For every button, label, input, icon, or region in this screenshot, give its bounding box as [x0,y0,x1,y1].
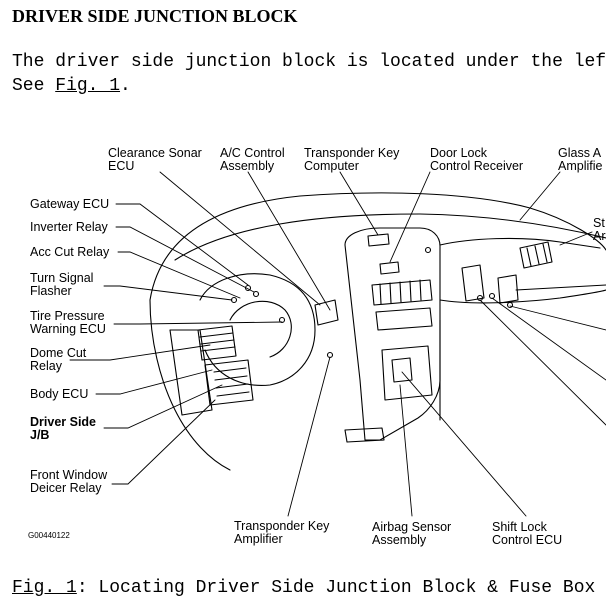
center-lower [381,345,433,401]
left-vent [197,325,237,361]
section-heading: DRIVER SIDE JUNCTION BLOCK [12,6,298,26]
leader-turn-signal [103,285,233,301]
leader-door-lock [389,171,431,263]
leader-ac-control [247,171,331,311]
leader-inverter [115,226,255,293]
right-panel [439,237,601,249]
label-gateway-ecu: Gateway ECU [30,197,110,211]
leader-shift-lock [401,371,527,517]
shifter [391,357,413,383]
door-lock-box [379,261,400,275]
dash-outline [149,192,606,301]
figure-code: G00440122 [28,531,70,540]
leader-clearance-sonar [159,171,321,306]
right-vent [519,241,553,269]
center-vent [371,279,433,306]
leader-right-3 [491,297,606,381]
right-module-a [461,264,485,302]
leader-transponder-computer [339,171,379,236]
steering-shroud [199,273,316,386]
right-module-b [497,274,519,304]
junction-block [204,359,254,406]
leader-glass [519,171,561,221]
leader-st [559,231,593,246]
leader-dome-cut [69,344,211,361]
leader-right-2 [509,305,606,331]
intro-prefix: See [12,76,56,96]
center-stack [344,227,441,441]
intro-suffix: . [120,76,131,96]
leader-body-ecu [95,369,213,395]
leader-acc-cut [117,251,241,299]
leader-right-1 [515,284,606,291]
caption-text: : Locating Driver Side Junction Block & … [76,578,596,598]
leader-airbag [399,384,413,517]
leader-tire-pressure [113,321,283,325]
leader-transponder-amp [287,356,331,517]
center-display [375,307,433,331]
leader-driver-side-jb [103,384,223,429]
figure-caption: Fig. 1: Locating Driver Side Junction Bl… [12,578,595,598]
dash-lower-edge [149,299,231,471]
transponder-computer-box [367,233,390,247]
airbag-sensor-box [344,427,385,443]
intro-line-2: See Fig. 1. [12,76,131,96]
right-lower [439,289,606,304]
leader-right-4 [479,299,606,426]
left-panel [169,329,213,416]
label-inverter-relay: Inverter Relay [30,220,108,234]
intro-line-1: The driver side junction block is locate… [12,52,606,72]
fig-1-link[interactable]: Fig. 1 [55,76,121,96]
steering-inner [229,300,292,358]
label-acc-cut-relay: Acc Cut Relay [30,245,110,259]
leader-gateway [115,203,249,286]
caption-fig-link[interactable]: Fig. 1 [12,578,77,598]
dash-upper-ridge [174,213,606,261]
label-body-ecu: Body ECU [30,387,89,401]
ac-control-box [314,299,339,326]
leader-front-window [111,399,216,485]
